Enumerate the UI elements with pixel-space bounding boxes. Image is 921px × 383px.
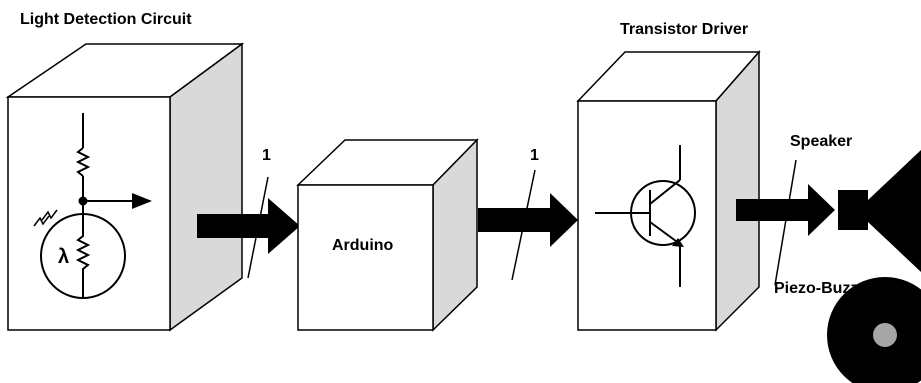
speaker-icon	[838, 150, 921, 272]
npn-transistor-icon	[595, 145, 696, 287]
light-detection-label: Light Detection Circuit	[20, 11, 192, 28]
bus-width-2: 1	[530, 147, 539, 164]
bus-width-1: 1	[262, 147, 271, 164]
emitter-arrow	[672, 238, 684, 247]
bus-slash-2	[511, 169, 536, 281]
signal-arrow-2	[478, 193, 578, 247]
bus-slash-1	[247, 176, 269, 279]
output-slash	[774, 159, 797, 286]
lambda-symbol: λ	[58, 246, 69, 268]
arduino-box	[296, 138, 479, 332]
transistor-driver-box	[576, 50, 761, 332]
transistor-driver-label: Transistor Driver	[620, 21, 748, 38]
junction-dot	[78, 196, 88, 206]
speaker-label: Speaker	[790, 133, 852, 150]
signal-arrow-3	[736, 184, 835, 236]
piezo-buzzer-icon	[827, 277, 921, 383]
arduino-label: Arduino	[332, 237, 394, 254]
resistor-icon	[75, 147, 91, 177]
light-detection-box	[5, 42, 245, 332]
signal-arrow-1	[197, 198, 300, 254]
light-sensor-schematic	[33, 113, 152, 299]
